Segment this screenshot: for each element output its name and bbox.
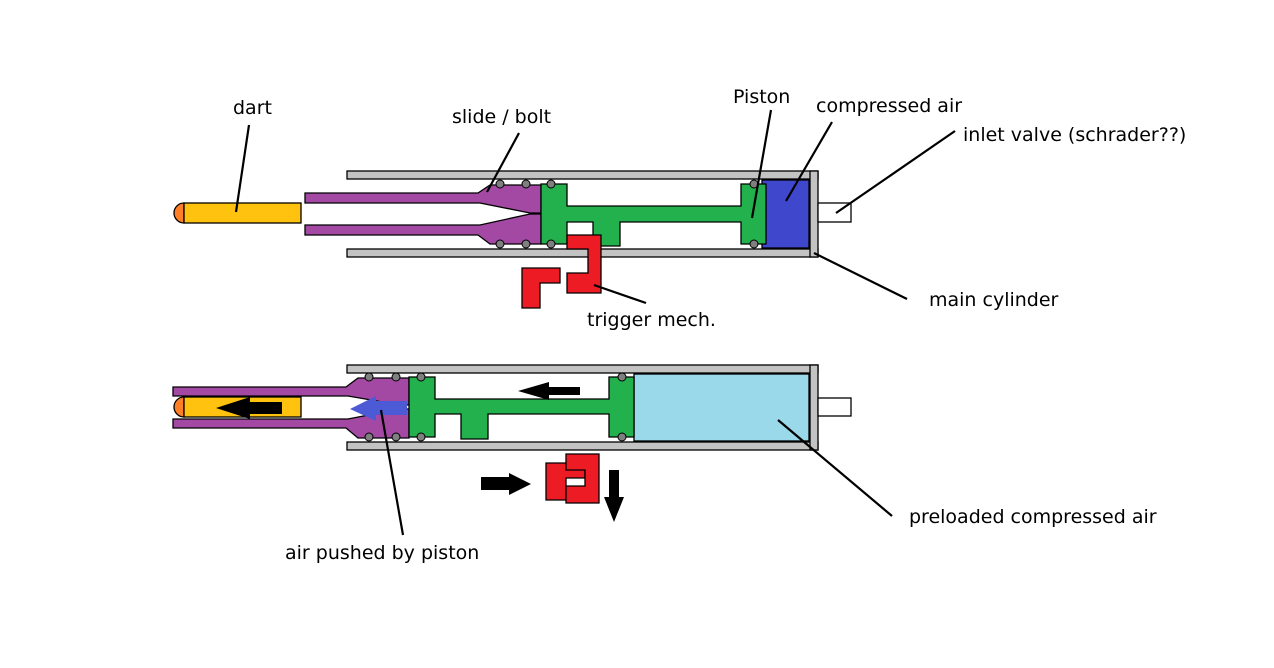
diagram-fired: air pushed by piston preloaded compresse… [172, 364, 1157, 564]
trigger-sear [565, 453, 600, 504]
cylinder-top-wall [346, 170, 819, 180]
inlet-valve [817, 397, 852, 417]
piston-motion-arrow [518, 382, 580, 400]
cylinder-end-cap [809, 170, 819, 258]
label-dart: dart [233, 97, 272, 119]
o-ring [416, 432, 426, 442]
cylinder-bottom-wall [346, 248, 819, 258]
o-ring [546, 179, 556, 189]
leader-dart [234, 124, 251, 213]
o-ring [364, 432, 374, 442]
diagram-cocked: dart slide / bolt Piston compressed air … [173, 86, 1186, 331]
dart [173, 202, 302, 224]
o-ring [617, 432, 627, 442]
slide-lower [304, 213, 542, 245]
slide-bolt [304, 184, 542, 245]
cylinder-top-wall [346, 364, 819, 374]
o-ring [495, 179, 505, 189]
leader-trigger-mech [593, 283, 647, 305]
leader-main-cylinder [813, 252, 908, 300]
main-cylinder [346, 364, 819, 451]
label-piston: Piston [733, 86, 790, 108]
dart-motion-arrow [216, 397, 282, 419]
label-preloaded-air: preloaded compressed air [909, 506, 1157, 528]
label-slide-bolt: slide / bolt [452, 106, 551, 128]
o-rings [495, 179, 759, 249]
label-air-pushed: air pushed by piston [285, 542, 479, 564]
o-rings [364, 372, 627, 442]
piston [540, 183, 767, 247]
preloaded-air-chamber [633, 373, 810, 442]
o-ring [495, 239, 505, 249]
leader-preloaded-air [777, 419, 893, 517]
leader-slide-bolt [486, 132, 520, 193]
o-ring [617, 372, 627, 382]
o-ring [521, 239, 531, 249]
o-ring [391, 432, 401, 442]
sear-drop-arrow [604, 470, 624, 522]
leader-compressed-air [785, 121, 833, 202]
o-ring [416, 372, 426, 382]
trigger-lever [521, 267, 561, 309]
compressed-air-chamber [761, 179, 810, 249]
leader-piston [750, 109, 773, 219]
trigger-mechanism [545, 453, 600, 504]
o-ring [521, 179, 531, 189]
dart-tip [173, 396, 185, 418]
slide-upper [304, 184, 542, 214]
air-arrow [350, 396, 407, 421]
dart-tip [173, 202, 185, 224]
trigger-pull-arrow [481, 473, 531, 495]
label-trigger-mech: trigger mech. [587, 309, 716, 331]
label-main-cylinder: main cylinder [929, 289, 1059, 311]
o-ring [749, 239, 759, 249]
o-ring [391, 372, 401, 382]
label-inlet-valve: inlet valve (schrader??) [963, 124, 1186, 146]
cylinder-bottom-wall [346, 441, 819, 451]
cylinder-end-cap [809, 364, 819, 451]
main-cylinder [346, 170, 819, 258]
o-ring [364, 372, 374, 382]
o-ring [546, 239, 556, 249]
leader-air-pushed [379, 409, 405, 536]
piston [408, 376, 635, 440]
dart-body [183, 202, 302, 224]
trigger-sear [566, 234, 602, 294]
label-compressed-air: compressed air [816, 95, 962, 117]
leader-inlet-valve [835, 130, 956, 214]
trigger-mechanism [521, 234, 602, 309]
